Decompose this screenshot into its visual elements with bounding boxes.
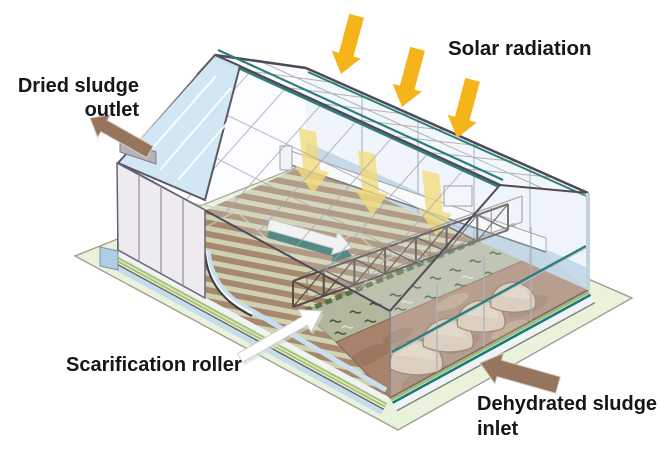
dried-sludge-outlet-label-line1: Dried sludge bbox=[18, 75, 139, 97]
solar-radiation-arrow-icon bbox=[392, 46, 425, 107]
dehydrated-sludge-inlet-arrow-icon bbox=[479, 352, 561, 394]
solar-radiation-label: Solar radiation bbox=[448, 37, 592, 60]
dried-sludge-outlet-label-line2: outlet bbox=[85, 99, 140, 121]
end-wall-panels bbox=[116, 161, 206, 300]
front-base-curb bbox=[99, 246, 390, 415]
roof-back-slope bbox=[214, 53, 589, 197]
roof-vent-rail bbox=[307, 71, 587, 197]
scarification-roller-label: Scarification roller bbox=[66, 354, 242, 376]
dried-sludge-outlet-arrow-icon bbox=[89, 114, 154, 159]
dehydrated-sludge-inlet-label-line1: Dehydrated sludge bbox=[477, 393, 657, 415]
solar-radiation-arrow-icon bbox=[447, 77, 480, 138]
gable-teal-beam bbox=[391, 244, 587, 354]
solar-radiation-arrow-icon bbox=[331, 13, 364, 74]
cutaway-floor-edge bbox=[204, 249, 388, 393]
ventilation-unit bbox=[443, 185, 473, 207]
right-gable-wall bbox=[389, 183, 590, 400]
sludge-travel-direction-arrow-icon bbox=[266, 218, 353, 263]
diagram-labels: Solar radiation Dried sludge outlet Scar… bbox=[18, 37, 657, 440]
scarification-roller-pointer-arrow-icon bbox=[236, 309, 324, 366]
dehydrated-sludge-inlet-label-line2: inlet bbox=[477, 418, 518, 440]
inlet-base-curb bbox=[390, 290, 596, 412]
ridge-vent-rails bbox=[213, 48, 504, 189]
